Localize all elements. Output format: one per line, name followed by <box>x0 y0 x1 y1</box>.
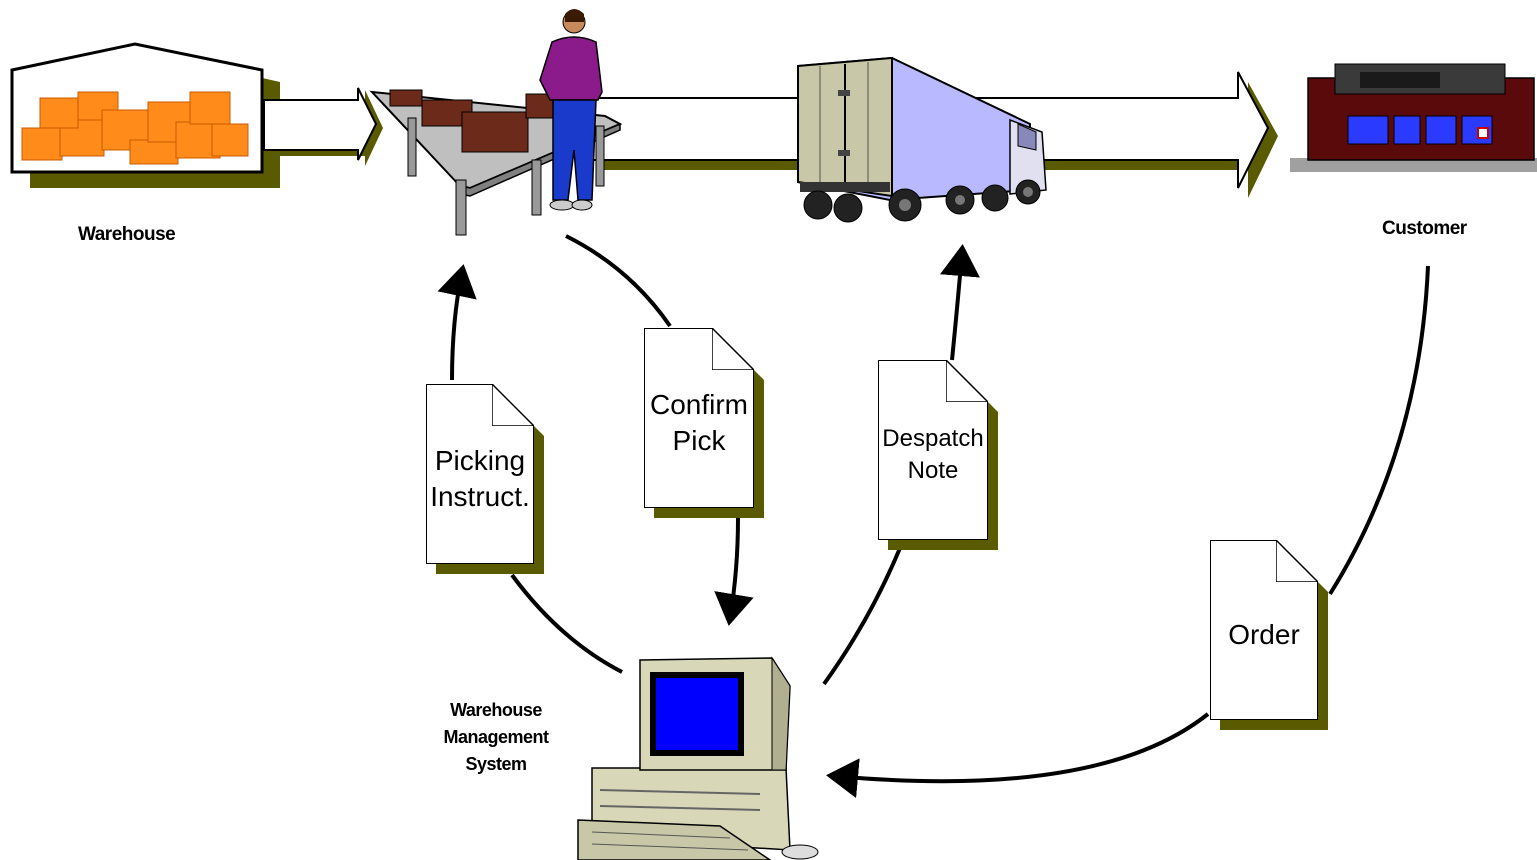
wms-label-line3: System <box>465 754 527 774</box>
computer-icon <box>577 656 819 860</box>
wms-label-line2: Management <box>443 727 549 747</box>
confirm-to-computer-connector <box>714 517 754 626</box>
picking-to-table-connector <box>437 264 477 381</box>
confirm-doc-line2: Pick <box>672 425 726 456</box>
wms-label: Warehouse Management System <box>424 697 568 778</box>
warehouse-icon <box>10 42 280 188</box>
computer-to-despatch-connector <box>822 547 902 686</box>
computer-to-picking-connector <box>510 573 623 674</box>
despatch-note-document: Despatch Note <box>878 360 988 540</box>
confirm-pick-document: Confirm Pick <box>644 328 754 508</box>
page-fold-icon <box>946 360 988 402</box>
customer-to-order-connector <box>1328 265 1430 596</box>
page-fold-icon <box>712 328 754 370</box>
wms-label-line1: Warehouse <box>450 700 542 720</box>
table-to-confirm-connector <box>565 234 672 328</box>
order-to-computer-connector <box>826 712 1210 799</box>
customer-store-icon <box>1290 63 1537 172</box>
page-fold-icon <box>1276 540 1318 582</box>
warehouse-to-table-arrow <box>263 87 383 166</box>
despatch-doc-line2: Note <box>907 457 959 484</box>
flow-connectors <box>437 234 1430 799</box>
page-fold-icon <box>492 384 534 426</box>
customer-label: Customer <box>1382 218 1467 239</box>
picking-doc-line1: Picking <box>434 445 526 476</box>
confirm-doc-line1: Confirm <box>649 389 748 420</box>
order-document: Order <box>1210 540 1318 720</box>
delivery-truck-icon <box>797 56 1047 223</box>
despatch-to-truck-connector <box>940 244 980 361</box>
warehouse-worker-icon <box>539 9 603 211</box>
picking-instruction-document: Picking Instruct. <box>426 384 534 564</box>
picking-doc-line2: Instruct. <box>430 481 530 512</box>
order-doc-line1: Order <box>1228 619 1300 650</box>
despatch-doc-line1: Despatch <box>882 425 984 452</box>
warehouse-label: Warehouse <box>78 224 176 245</box>
